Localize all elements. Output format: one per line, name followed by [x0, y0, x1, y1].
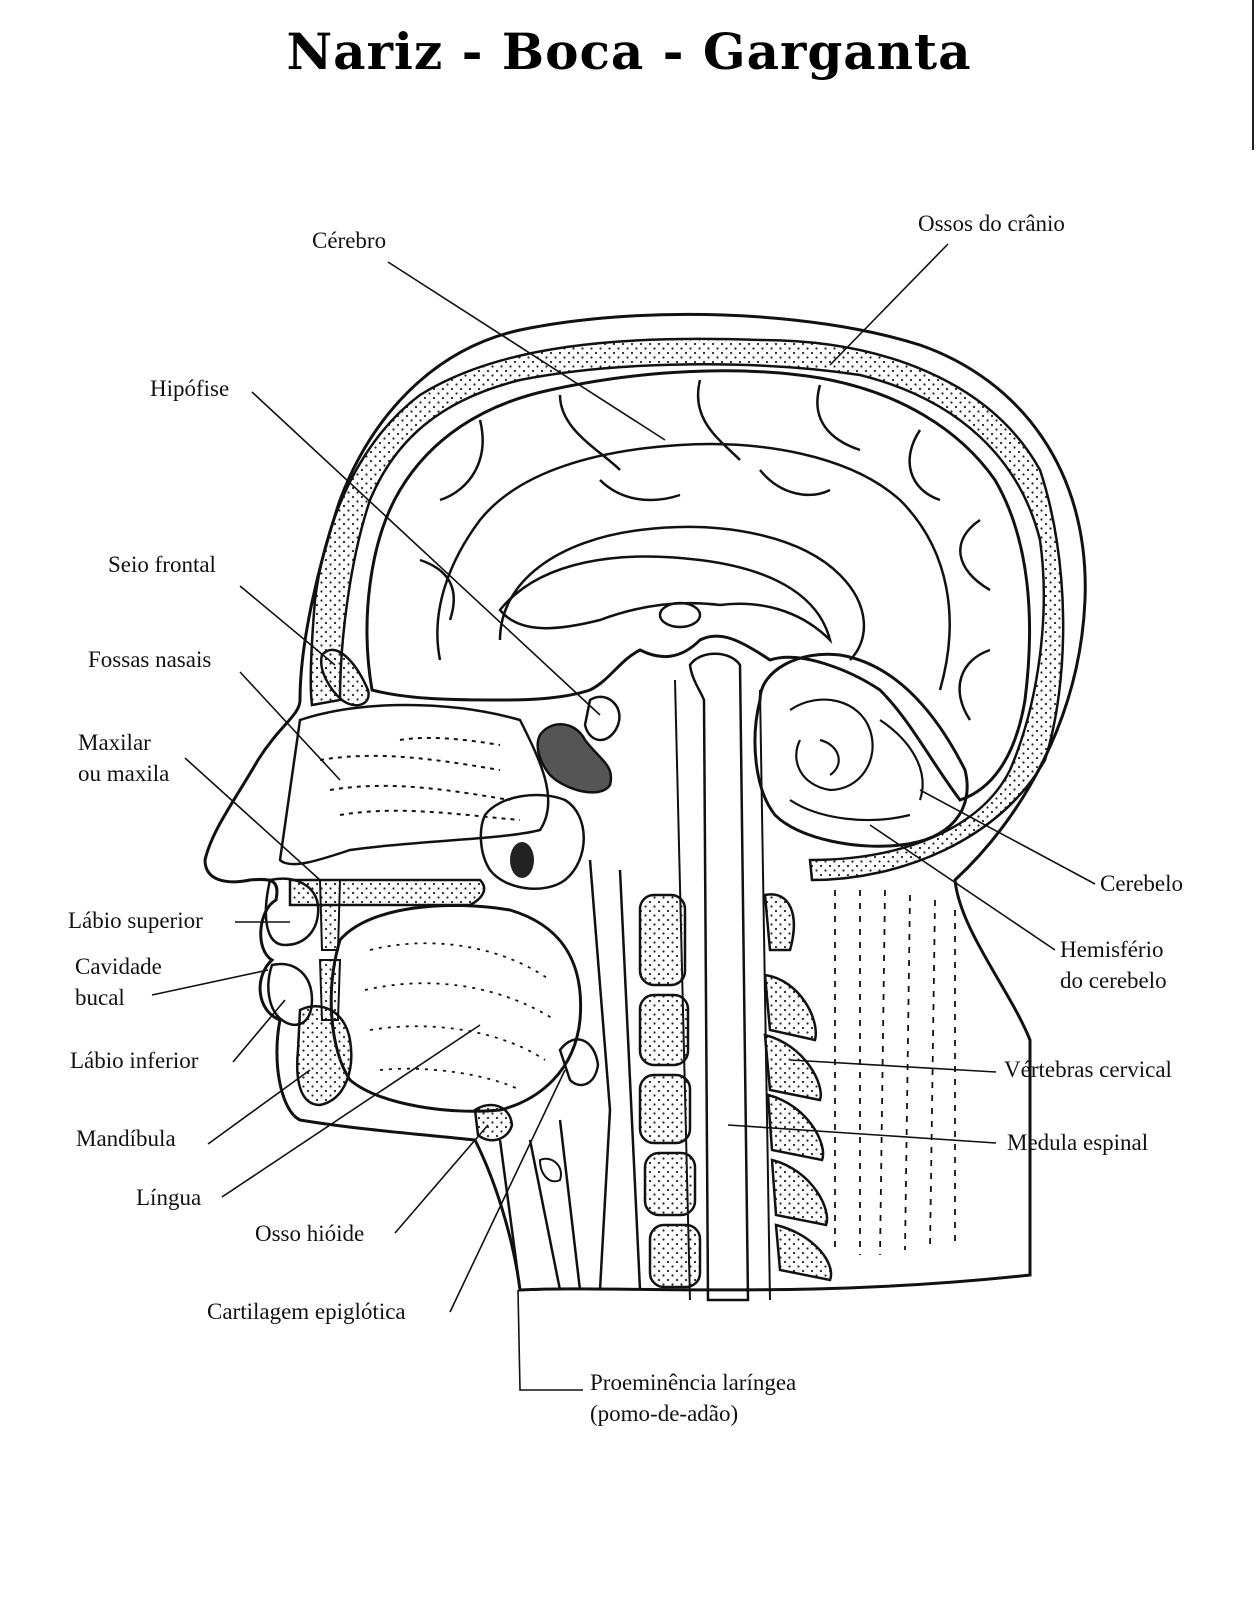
label-fossas-nasais: Fossas nasais [88, 647, 212, 672]
head-outline [203, 312, 1087, 1292]
skull-bone [309, 337, 1065, 882]
label-osso-hioide: Osso hióide [255, 1221, 365, 1246]
lower-teeth [318, 959, 342, 1021]
label-vertebras-cervical: Vértebras cervical [1004, 1057, 1172, 1082]
label-proeminencia-laringea: Proeminência laríngea (pomo-de-adão) [590, 1367, 796, 1429]
vertebrae-back [763, 893, 833, 1282]
larynx [498, 1119, 582, 1291]
label-maxilar-line1: Maxilar [78, 730, 151, 755]
lower-lip [267, 962, 314, 1026]
label-maxilar: Maxilar ou maxila [78, 727, 169, 789]
label-hemisferio-do-cerebelo: Hemisfério do cerebelo [1060, 934, 1167, 996]
label-labio-superior: Lábio superior [68, 908, 203, 933]
diagram-title: Nariz - Boca - Garganta [286, 22, 972, 81]
label-cartilagem-epiglotica: Cartilagem epiglótica [207, 1299, 406, 1324]
label-cerebro: Cérebro [312, 228, 387, 253]
corpus-callosum [498, 555, 833, 645]
label-mandibula: Mandíbula [76, 1126, 176, 1151]
label-seio-frontal: Seio frontal [108, 552, 216, 577]
label-cerebelo: Cerebelo [1100, 871, 1184, 896]
sphenoid-sinus [536, 723, 613, 794]
pharynx [588, 859, 642, 1291]
cerebrum [365, 369, 1032, 802]
hyoid [473, 1103, 514, 1142]
label-labio-inferior: Lábio inferior [70, 1048, 199, 1073]
label-maxilar-line2: ou maxila [78, 761, 170, 786]
neck-muscles [834, 889, 956, 1256]
label-cavidade-bucal: Cavidade bucal [75, 951, 162, 1013]
upper-teeth [318, 879, 342, 951]
scan-edge-line [1252, 0, 1254, 150]
adenoid [479, 793, 585, 890]
upper-lip [264, 877, 320, 947]
cerebellum [753, 652, 969, 848]
label-proeminencia-line2: (pomo-de-adão) [590, 1401, 739, 1426]
label-cavidade-line1: Cavidade [75, 954, 162, 979]
label-lingua: Língua [136, 1185, 202, 1210]
label-ossos-do-cranio: Ossos do crânio [918, 211, 1065, 236]
nasal-cavity [278, 703, 550, 866]
spinal-cord [688, 652, 750, 1302]
vertebrae-front [638, 893, 702, 1289]
label-hipofise: Hipófise [150, 376, 230, 401]
leader-lines [151, 243, 1096, 1391]
tongue [329, 903, 583, 1113]
label-cavidade-line2: bucal [75, 985, 125, 1010]
label-proeminencia-line1: Proeminência laríngea [590, 1370, 797, 1395]
label-medula-espinal: Medula espinal [1007, 1130, 1149, 1155]
epiglottis [558, 1038, 600, 1087]
pituitary [583, 695, 621, 742]
label-hemisferio-line1: Hemisfério [1060, 937, 1164, 962]
label-hemisferio-line2: do cerebelo [1060, 968, 1167, 993]
